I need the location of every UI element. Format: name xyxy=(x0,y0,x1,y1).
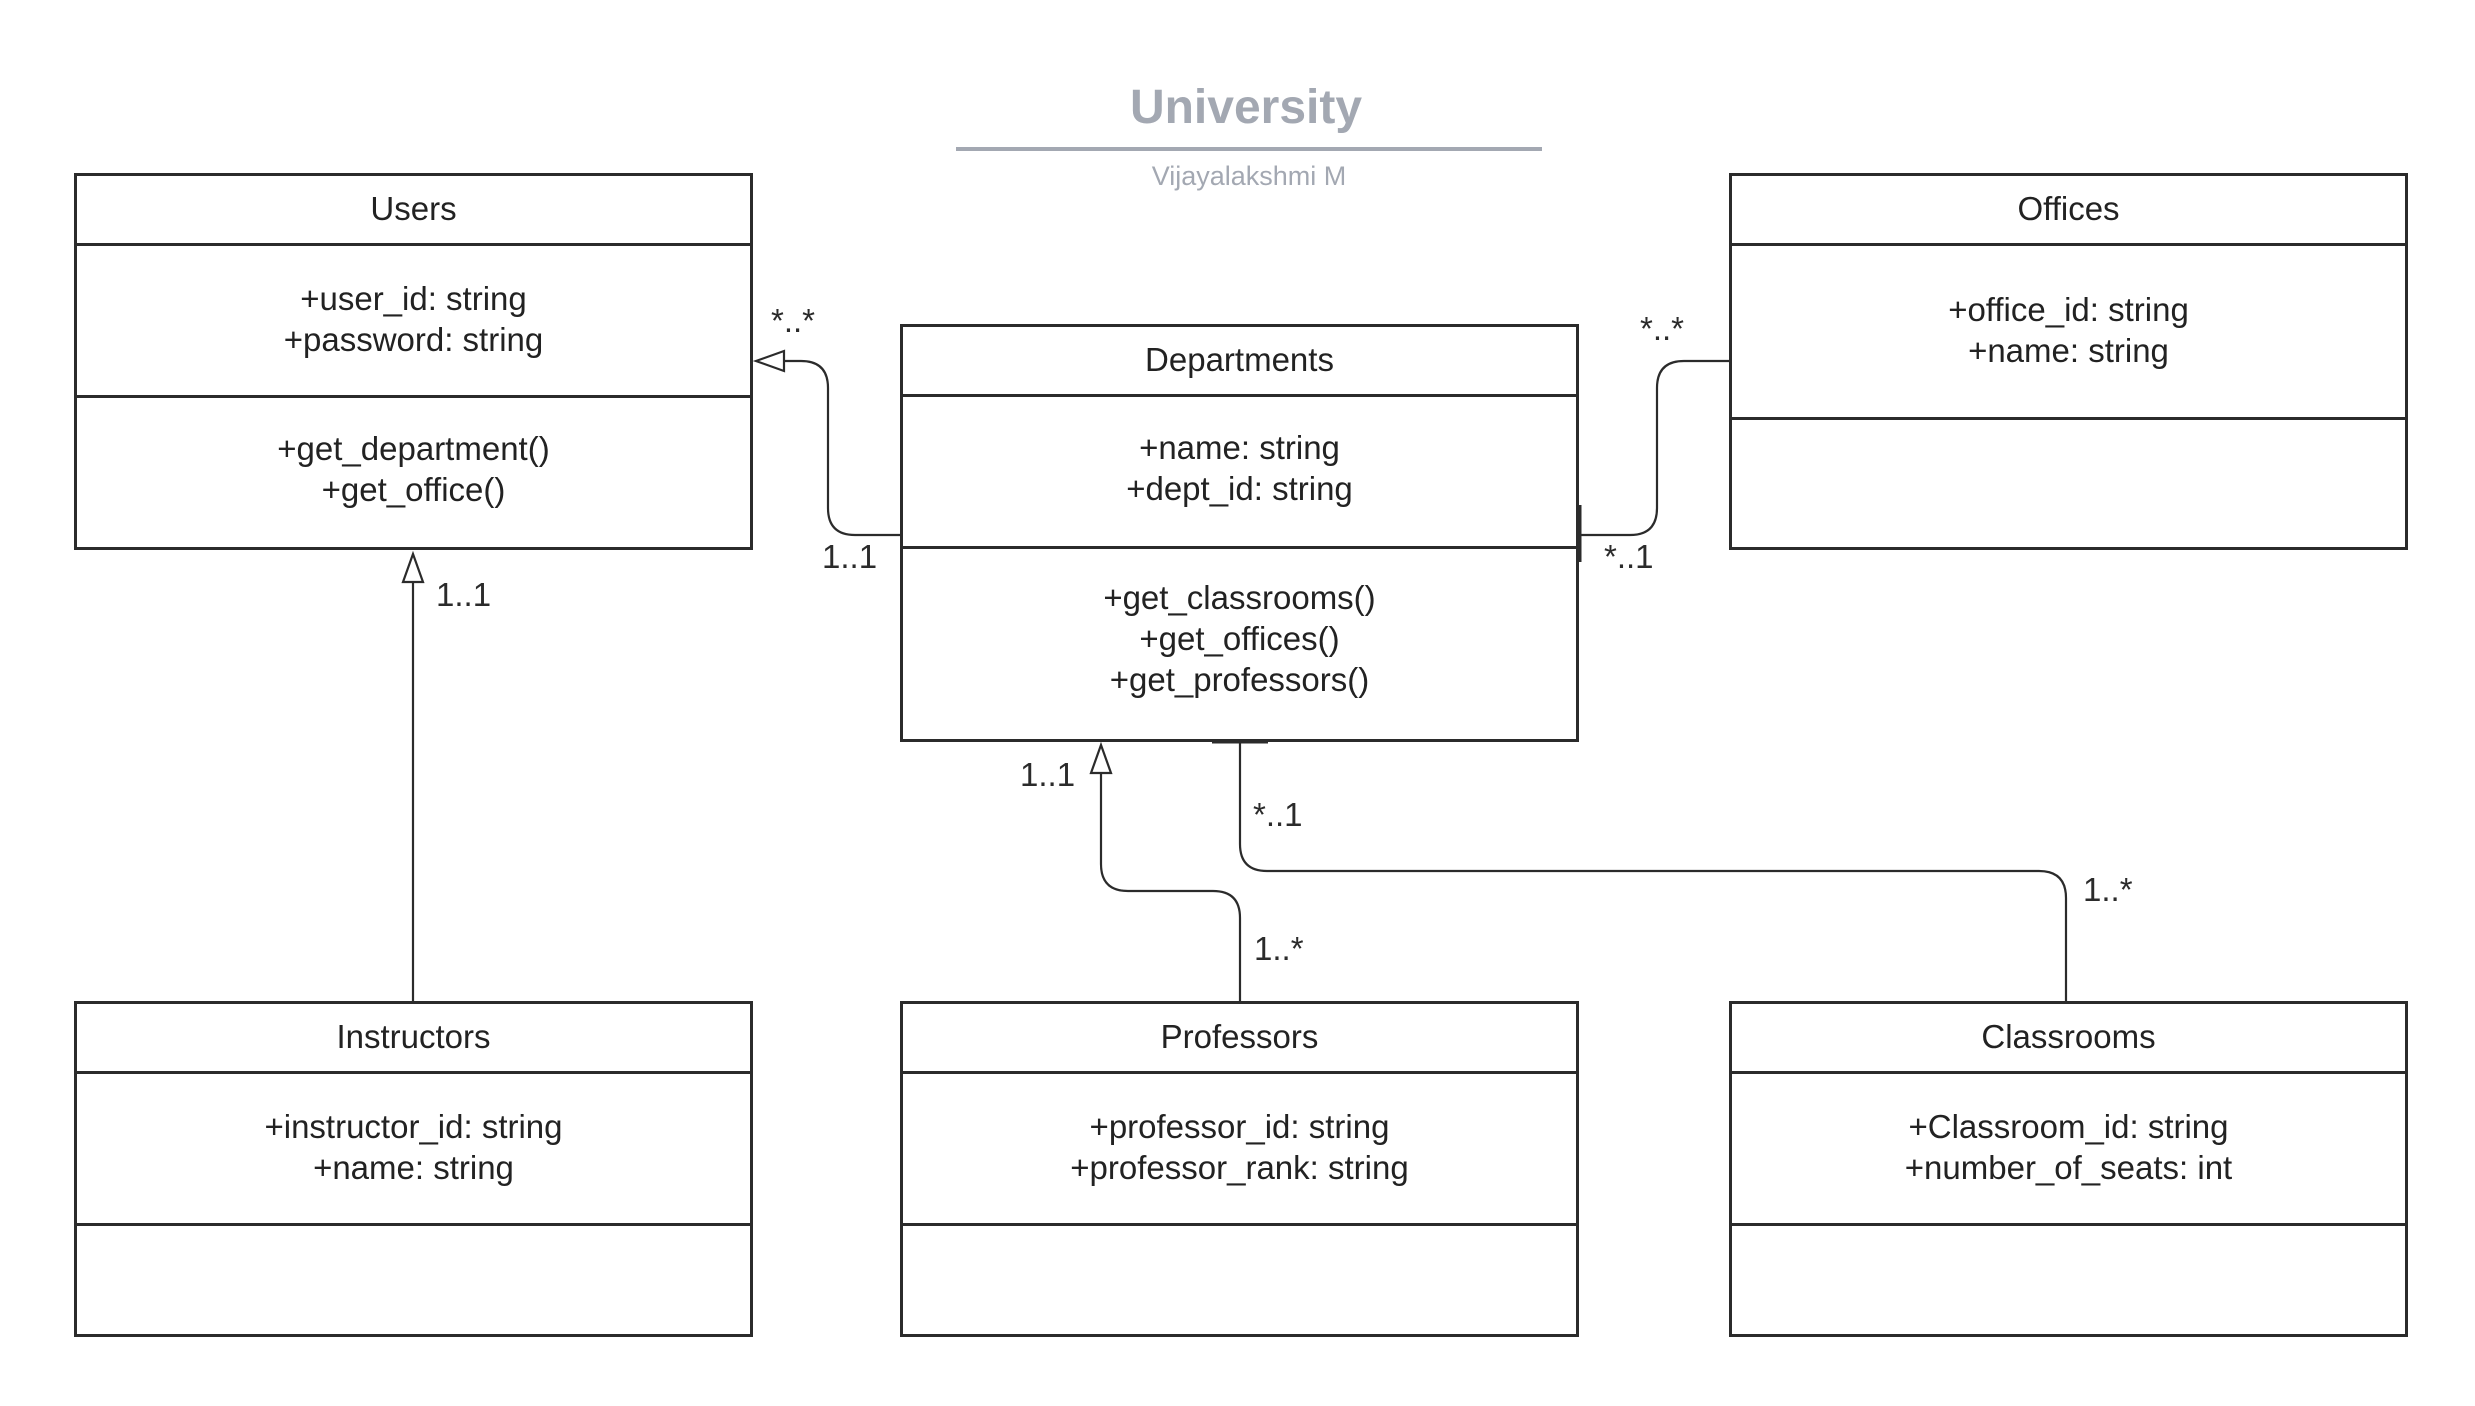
multiplicity-label: *..1 xyxy=(1604,538,1654,575)
class-operations: +get_department() +get_office() xyxy=(77,398,750,510)
diagram-title: University xyxy=(1129,81,1363,134)
class-operations: +get_classrooms() +get_offices() +get_pr… xyxy=(903,549,1576,700)
multiplicity-label: 1..* xyxy=(1254,930,1304,967)
multiplicity-label: *..* xyxy=(771,302,816,339)
attribute: +Classroom_id: string xyxy=(1908,1108,2229,1145)
attribute: +instructor_id: string xyxy=(264,1108,563,1145)
connector-departments-users xyxy=(780,359,902,537)
class-users[interactable]: Users +user_id: string +password: string… xyxy=(74,173,753,550)
class-classrooms[interactable]: Classrooms +Classroom_id: string +number… xyxy=(1729,1001,2408,1337)
attribute: +name: string xyxy=(1968,332,2169,369)
diagram-author: Vijayalakshmi M xyxy=(1151,161,1347,191)
multiplicity-label: 1..1 xyxy=(1020,756,1076,793)
attribute: +user_id: string xyxy=(300,280,527,317)
class-name: Offices xyxy=(1732,176,2405,246)
operation: +get_office() xyxy=(321,471,506,508)
attribute: +professor_id: string xyxy=(1089,1108,1390,1145)
arrowhead-users-bottom xyxy=(401,550,425,584)
connector-classrooms-departments xyxy=(1238,742,2068,1001)
class-name: Professors xyxy=(903,1004,1576,1074)
attribute: +dept_id: string xyxy=(1126,470,1353,507)
class-attributes: +office_id: string +name: string xyxy=(1732,246,2405,420)
class-attributes: +instructor_id: string +name: string xyxy=(77,1074,750,1226)
attribute: +office_id: string xyxy=(1948,291,2189,328)
class-attributes: +professor_id: string +professor_rank: s… xyxy=(903,1074,1576,1226)
class-name: Users xyxy=(77,176,750,246)
connector-professors-departments xyxy=(1099,771,1242,1001)
class-professors[interactable]: Professors +professor_id: string +profes… xyxy=(900,1001,1579,1337)
class-name: Departments xyxy=(903,327,1576,397)
multiplicity-label: *..* xyxy=(1640,310,1685,347)
class-name: Classrooms xyxy=(1732,1004,2405,1074)
class-attributes: +Classroom_id: string +number_of_seats: … xyxy=(1732,1074,2405,1226)
operation: +get_classrooms() xyxy=(1103,579,1376,616)
operation: +get_department() xyxy=(277,430,550,467)
class-departments[interactable]: Departments +name: string +dept_id: stri… xyxy=(900,324,1579,742)
arrowhead-users-right xyxy=(752,349,786,373)
class-name: Instructors xyxy=(77,1004,750,1074)
attribute: +professor_rank: string xyxy=(1070,1149,1409,1186)
connector-departments-offices xyxy=(1577,359,1731,537)
class-instructors[interactable]: Instructors +instructor_id: string +name… xyxy=(74,1001,753,1337)
class-offices[interactable]: Offices +office_id: string +name: string xyxy=(1729,173,2408,550)
attribute: +name: string xyxy=(313,1149,514,1186)
arrowhead-departments-bottom xyxy=(1089,741,1113,775)
operation: +get_offices() xyxy=(1139,620,1340,657)
operation: +get_professors() xyxy=(1109,661,1370,698)
multiplicity-label: *..1 xyxy=(1253,796,1303,833)
multiplicity-label: 1..1 xyxy=(822,538,878,575)
class-attributes: +name: string +dept_id: string xyxy=(903,397,1576,549)
attribute: +name: string xyxy=(1139,429,1340,466)
attribute: +number_of_seats: int xyxy=(1904,1149,2233,1186)
title-underline xyxy=(956,147,1542,151)
class-attributes: +user_id: string +password: string xyxy=(77,246,750,398)
multiplicity-label: 1..* xyxy=(2083,871,2133,908)
attribute: +password: string xyxy=(283,321,544,358)
multiplicity-label: 1..1 xyxy=(436,576,492,613)
